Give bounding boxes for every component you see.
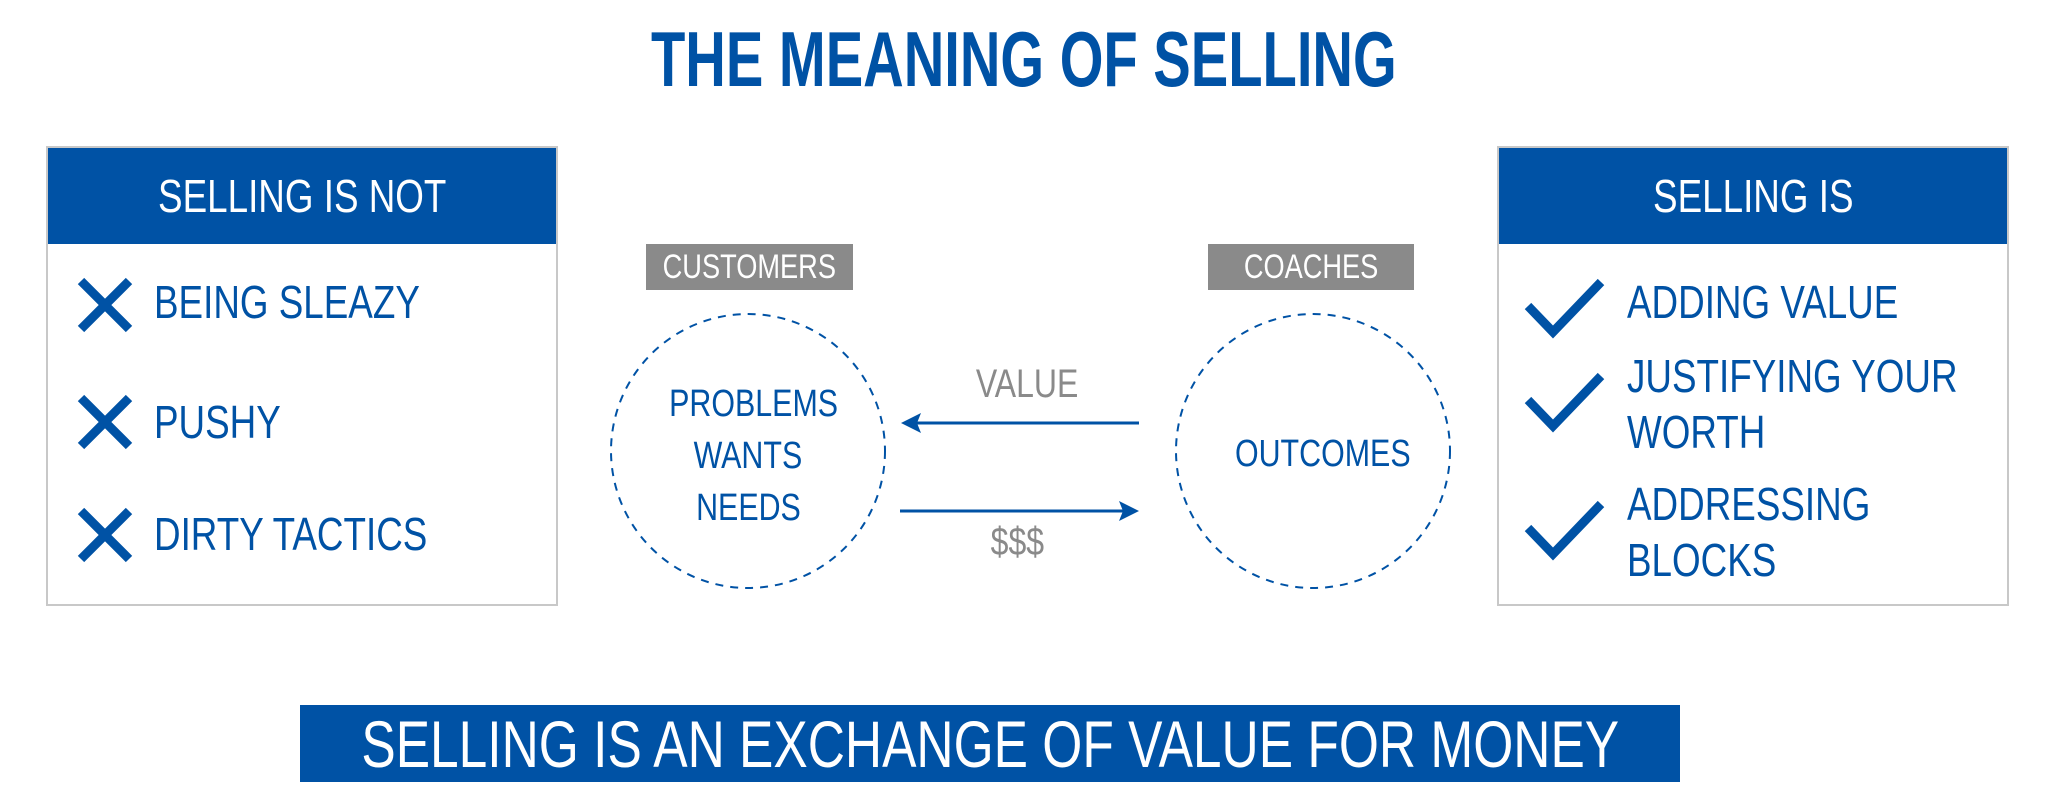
list-item: BEING SLEAZY (154, 276, 420, 328)
customer-needs-text: PROBLEMS WANTS NEEDS (669, 383, 839, 529)
coaches-label: COACHES (1208, 244, 1414, 290)
money-arrow-icon (900, 501, 1139, 521)
summary-banner: SELLING IS AN EXCHANGE OF VALUE FOR MONE… (300, 705, 1680, 782)
selling-is-not-header: SELLING IS NOT (48, 148, 556, 244)
customer-circle (610, 313, 886, 589)
x-icon (77, 277, 133, 333)
check-icon (1524, 278, 1605, 339)
value-label: VALUE (975, 362, 1079, 406)
coach-circle (1175, 313, 1451, 589)
x-icon (77, 394, 133, 450)
list-item: ADDING VALUE (1627, 276, 1899, 328)
value-arrow-icon (901, 413, 1139, 433)
list-item: DIRTY TACTICS (154, 508, 428, 560)
selling-is-header: SELLING IS (1499, 148, 2007, 244)
coach-outcomes-text: OUTCOMES (1234, 433, 1411, 475)
list-item: PUSHY (154, 396, 281, 448)
customers-label: CUSTOMERS (646, 244, 853, 290)
money-label: $$$ (990, 520, 1044, 564)
check-icon (1524, 372, 1605, 433)
check-icon (1524, 500, 1605, 561)
x-icon (77, 507, 133, 563)
selling-is-not-box: SELLING IS NOT BEING SLEAZY PUSHY DIRTY … (46, 146, 558, 606)
page-title: THE MEANING OF SELLING (651, 15, 1397, 103)
